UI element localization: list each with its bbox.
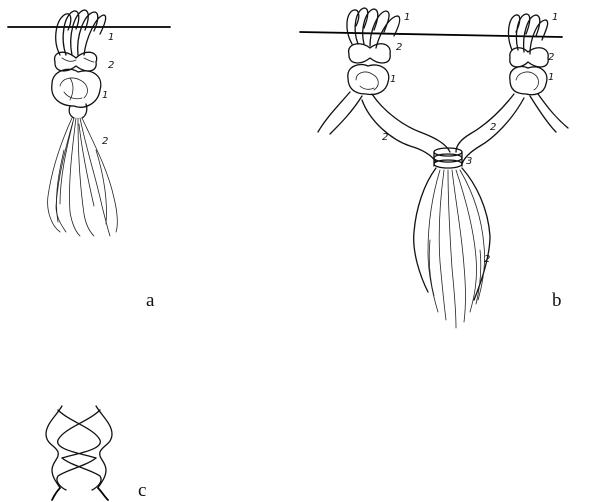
panel-a-number: 1 (102, 90, 108, 101)
panel-b-number: 2 (382, 132, 388, 143)
panel-a-number: 2 (108, 60, 114, 71)
panel-c-label: c (138, 480, 146, 502)
panel-b-number: 3 (466, 156, 472, 167)
panel-b-number: 1 (548, 72, 554, 83)
panel-b-number: 1 (552, 12, 558, 23)
panel-b-number: 2 (490, 122, 496, 133)
panel-b-label: b (552, 290, 562, 312)
panel-a-number: 1 (108, 32, 114, 43)
panel-b-number: 2 (548, 52, 554, 63)
panel-b-number: 1 (404, 12, 410, 23)
panel-a-number: 2 (102, 136, 108, 147)
panel-b-number: 1 (390, 74, 396, 85)
panel-b-cord (300, 32, 562, 37)
panel-c-drawing (46, 406, 112, 500)
panel-a-label: a (146, 290, 154, 312)
panel-b-drawing: 1 2 1 2 1 2 2 3 2 1 (300, 8, 568, 328)
panel-a-drawing: 1 2 1 2 (8, 10, 170, 236)
panel-b-number: 2 (396, 42, 402, 53)
panel-b-number: 2 (484, 254, 490, 265)
